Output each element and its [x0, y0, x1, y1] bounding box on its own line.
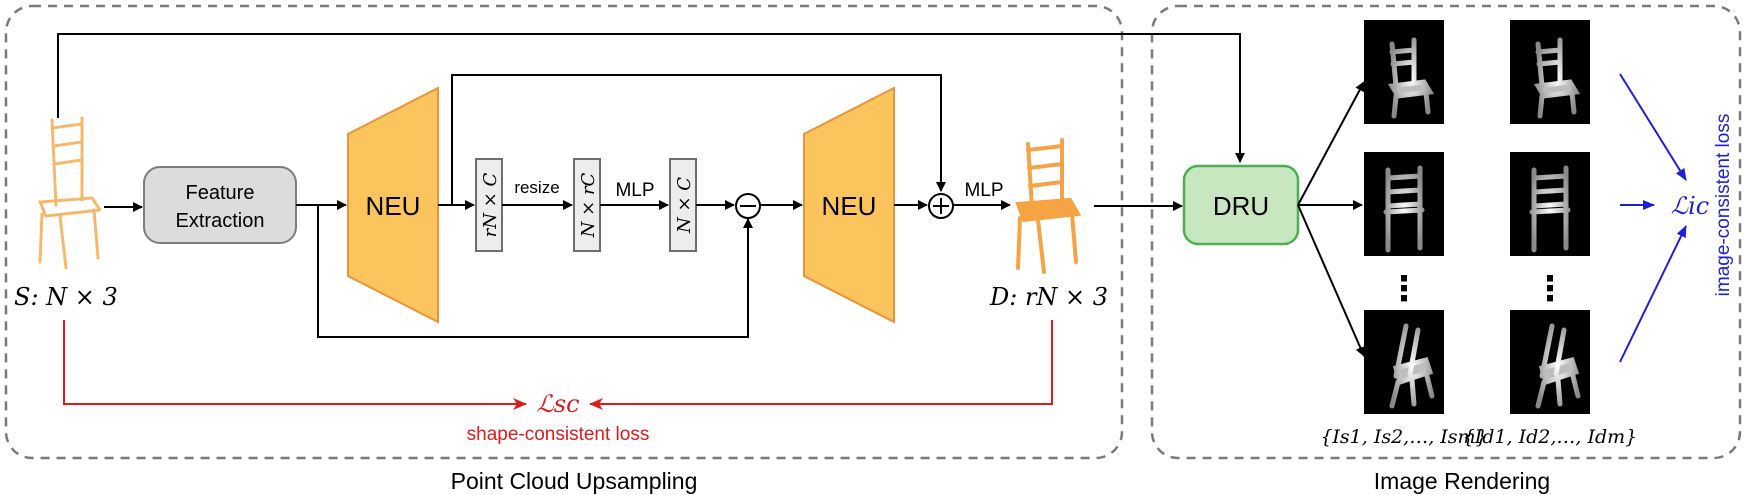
neu-block-1	[347, 86, 439, 324]
neu-1-label: NEU	[366, 191, 421, 221]
rendered-image-sm	[1364, 310, 1444, 414]
arrow-ic-bottom	[1619, 225, 1687, 363]
arrow-sc-right	[589, 320, 1053, 410]
input-label: S: N × 3	[14, 283, 118, 311]
output-label: D: rN × 3	[989, 283, 1108, 311]
arrow-sc-left	[63, 320, 527, 410]
rendered-image-s2	[1364, 152, 1444, 256]
loss-sc-symbol: ℒsc	[536, 390, 579, 418]
skip-arrow-input-to-dru	[57, 33, 1245, 163]
resize-label: resize	[514, 178, 559, 197]
section-title-point-cloud: Point Cloud Upsampling	[451, 468, 698, 494]
arrow-dru-to-img-m	[1297, 204, 1365, 357]
image-set-d-label: {Id1, Id2,…, Idm}	[1463, 426, 1638, 448]
feature-box-n-c	[669, 158, 697, 252]
dru-label: DRU	[1213, 191, 1269, 221]
mlp-label-1: MLP	[615, 180, 654, 201]
dots-s: ⋮	[1387, 270, 1421, 308]
mlp-label-2: MLP	[964, 180, 1003, 201]
arrow-ic-top	[1619, 73, 1687, 181]
neu-2-label: NEU	[822, 191, 877, 221]
point-cloud-upsampling-frame	[4, 4, 1124, 460]
feature-box-n-rc	[573, 158, 601, 252]
image-set-s-label: {Is1, Is2,…, Ism}	[1320, 426, 1487, 448]
rendered-image-dm	[1510, 310, 1590, 414]
neu-block-2	[803, 86, 895, 324]
loss-ic-symbol: ℒic	[1671, 192, 1709, 220]
dim-label-n-rc: N × rC	[578, 172, 599, 238]
skip-arrow-fe-to-minus	[317, 205, 753, 338]
arrow-dru-to-img-1	[1297, 81, 1365, 206]
image-rendering-frame	[1150, 4, 1742, 460]
rendered-image-s1	[1364, 20, 1444, 124]
dim-label-n-c: N × C	[674, 177, 695, 234]
loss-sc-text: shape-consistent loss	[467, 424, 650, 445]
feature-box-rn-c	[475, 158, 503, 252]
feature-extraction-label-2: Extraction	[176, 210, 265, 232]
loss-ic-text: image-consistent loss	[1713, 114, 1734, 297]
dots-d: ⋮	[1533, 270, 1567, 308]
dim-label-rn-c: rN × C	[480, 172, 501, 237]
section-title-image-rendering: Image Rendering	[1374, 468, 1550, 494]
rendered-image-d1	[1510, 20, 1590, 124]
output-chair-point-cloud	[1015, 138, 1082, 274]
rendered-image-d2	[1510, 152, 1590, 256]
skip-arrow-neu1-to-plus	[451, 74, 946, 205]
input-chair-point-cloud	[37, 116, 103, 270]
feature-extraction-label-1: Feature	[186, 182, 255, 204]
